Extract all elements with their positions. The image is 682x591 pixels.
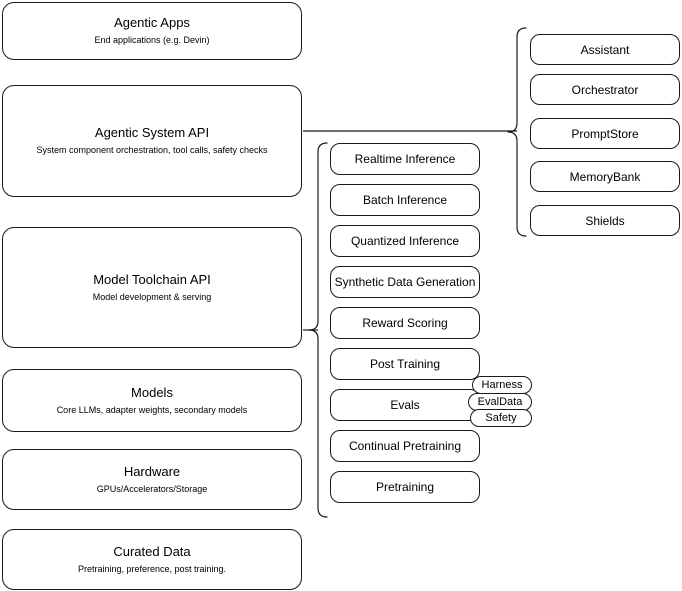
evals-badge-safety[interactable]: Safety bbox=[470, 409, 532, 427]
stack-layer-title: Curated Data bbox=[113, 543, 191, 559]
toolchain-column-brace bbox=[308, 142, 328, 518]
stack-layer-subtitle: Core LLMs, adapter weights, secondary mo… bbox=[56, 404, 248, 415]
toolchain-item-batch-inference[interactable]: Batch Inference bbox=[330, 184, 480, 216]
toolchain-item-evals[interactable]: Evals bbox=[330, 389, 480, 421]
evals-badge-harness[interactable]: Harness bbox=[472, 376, 532, 394]
toolchain-item-continual-pretraining[interactable]: Continual Pretraining bbox=[330, 430, 480, 462]
stack-layer-title: Agentic System API bbox=[94, 125, 210, 140]
stack-layer-agentic-system-api[interactable]: Agentic System API System component orche… bbox=[2, 85, 302, 197]
system-component-promptstore[interactable]: PromptStore bbox=[530, 118, 680, 149]
system-component-shields[interactable]: Shields bbox=[530, 205, 680, 236]
stack-layer-model-toolchain-api[interactable]: Model Toolchain API Model development & s… bbox=[2, 227, 302, 348]
toolchain-item-synthetic-data-generation[interactable]: Synthetic Data Generation bbox=[330, 266, 480, 298]
stack-layer-title: Hardware bbox=[123, 463, 181, 479]
stack-layer-subtitle: Pretraining, preference, post training. bbox=[77, 563, 227, 574]
toolchain-item-quantized-inference[interactable]: Quantized Inference bbox=[330, 225, 480, 257]
stack-layer-subtitle: GPUs/Accelerators/Storage bbox=[96, 483, 208, 494]
system-component-memorybank[interactable]: MemoryBank bbox=[530, 161, 680, 192]
toolchain-item-reward-scoring[interactable]: Reward Scoring bbox=[330, 307, 480, 339]
system-column-brace bbox=[507, 27, 527, 237]
stack-layer-subtitle: System component orchestration, tool cal… bbox=[36, 145, 268, 155]
toolchain-item-pretraining[interactable]: Pretraining bbox=[330, 471, 480, 503]
stack-layer-title: Agentic Apps bbox=[114, 15, 190, 30]
system-component-orchestrator[interactable]: Orchestrator bbox=[530, 74, 680, 105]
stack-layer-title: Models bbox=[131, 384, 173, 400]
stack-layer-title: Model Toolchain API bbox=[93, 271, 211, 287]
toolchain-item-realtime-inference[interactable]: Realtime Inference bbox=[330, 143, 480, 175]
toolchain-item-post-training[interactable]: Post Training bbox=[330, 348, 480, 380]
stack-layer-subtitle: Model development & serving bbox=[92, 291, 212, 302]
stack-layer-subtitle: End applications (e.g. Devin) bbox=[94, 35, 210, 45]
system-component-assistant[interactable]: Assistant bbox=[530, 34, 680, 65]
